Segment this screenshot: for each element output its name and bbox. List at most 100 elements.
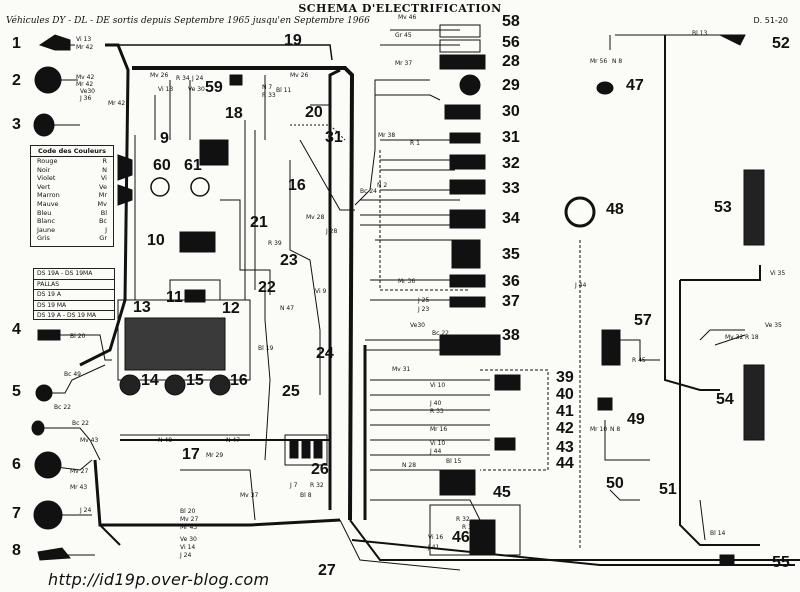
wire-label: Vi 10 — [430, 440, 446, 447]
wire-label: N 47 — [226, 437, 241, 444]
wire-label: Bc 24 — [360, 188, 377, 195]
wire-label: J 23 — [418, 306, 430, 313]
callout-number: 55 — [772, 554, 790, 571]
wire-label: J 41 — [428, 544, 440, 551]
wire-label: Bl 11 — [276, 87, 292, 94]
callout-number: 35 — [502, 246, 520, 263]
legend-title: Code des Couleurs — [31, 146, 113, 157]
wire-label: N 48 — [158, 437, 173, 444]
callout-number: 50 — [606, 475, 624, 492]
callout-number: 61 — [184, 157, 202, 174]
wire-label: R 33 — [430, 408, 444, 415]
wire-label: J 44 — [430, 448, 442, 455]
wire-label: Bc 22 — [72, 420, 89, 427]
model-row: DS 19A - DS 19MA — [34, 269, 114, 280]
callout-number: 40 — [556, 386, 574, 403]
wire-label: R 1 — [410, 140, 420, 147]
wire-label: Mv 31 — [392, 366, 411, 373]
wire-label: Gr 45 — [395, 32, 412, 39]
callout-number: 9 — [160, 130, 169, 147]
wire-label: Mr 36 — [398, 278, 416, 285]
callout-number: 14 — [141, 372, 159, 389]
wire-label: Mr 56 — [590, 58, 608, 65]
wire-label: N 8 — [610, 426, 621, 433]
callout-number: 1 — [12, 35, 21, 52]
wire-label: Mv 42 — [76, 74, 95, 81]
callout-number: 34 — [502, 210, 520, 227]
callout-number: 3 — [12, 116, 21, 133]
model-row: DS 19 A - DS 19 MA — [37, 312, 97, 320]
callout-number: 30 — [502, 103, 520, 120]
wire-label: N 7 — [262, 84, 273, 91]
wire-label: N 28 — [402, 462, 417, 469]
callout-number: 19 — [284, 32, 302, 49]
callout-number: 43 — [556, 439, 574, 456]
callout-number: 36 — [502, 273, 520, 290]
wire-label: Bl 14 — [710, 530, 726, 537]
wire-label: Bc 22 — [54, 404, 71, 411]
wire-label: Bl 13 — [692, 30, 708, 37]
callout-number: 44 — [556, 455, 574, 472]
callout-number: 31 — [502, 129, 520, 146]
callout-number: 27 — [318, 562, 336, 579]
wire-label: Mv 32 — [725, 334, 744, 341]
wire-label: R 33 — [262, 92, 276, 99]
wire-label: J 24 — [180, 552, 192, 559]
wire-label: Vi 13 — [158, 86, 174, 93]
wire-label: R 33 — [462, 524, 476, 531]
wire-label: R 32 — [456, 516, 470, 523]
wire-label: J 24 — [192, 75, 204, 82]
callout-number: 10 — [147, 232, 165, 249]
callout-number: 26 — [311, 461, 329, 478]
callout-number: 32 — [502, 155, 520, 172]
callout-number: 54 — [716, 391, 734, 408]
wire-label: R 39 — [268, 240, 282, 247]
callout-number: 16 — [230, 372, 248, 389]
wire-label: Mr 42 — [108, 100, 126, 107]
callout-number: 47 — [626, 77, 644, 94]
callout-number: 53 — [714, 199, 732, 216]
callout-number: 22 — [258, 279, 276, 296]
model-row: DS 19 MA — [34, 301, 114, 312]
callout-number: 6 — [12, 456, 21, 473]
callout-number: 28 — [502, 53, 520, 70]
wire-label: Mr 16 — [430, 426, 448, 433]
wire-label: Mv 26 — [290, 72, 309, 79]
wire-label: Mv 46 — [398, 14, 417, 21]
callout-number: 42 — [556, 420, 574, 437]
wire-label: Mr 10 — [590, 426, 608, 433]
model-legend: DS 19A - DS 19MA PALLAS DS 19 A DS 19 MA… — [33, 268, 115, 320]
callout-number: 33 — [502, 180, 520, 197]
wire-label: Mr 42 — [76, 44, 94, 51]
wire-label: Mr 43 — [180, 524, 198, 531]
wire-label: Mr 38 — [378, 132, 396, 139]
wire-label: Ve 30 — [180, 536, 197, 543]
wire-label: Mv 27 — [70, 468, 89, 475]
callout-number: 16 — [288, 177, 306, 194]
wire-label: J 25 — [418, 297, 430, 304]
model-row: DS 19 A — [34, 290, 114, 301]
wire-label: Bc 22 — [432, 330, 449, 337]
callout-number: 60 — [153, 157, 171, 174]
wire-label: Ve 30 — [188, 86, 205, 93]
wire-label: J 40 — [430, 400, 442, 407]
wire-label: J 44 — [575, 282, 587, 289]
wire-label: Ve30 — [80, 88, 95, 95]
wire-label: Mr 43 — [70, 484, 88, 491]
diagram-title: SCHEMA D'ELECTRIFICATION — [298, 2, 502, 15]
wire-label: R 18 — [745, 334, 759, 341]
wire-label: J 7 — [290, 482, 298, 489]
wire-label: Mv 26 — [150, 72, 169, 79]
callout-number: 20 — [305, 104, 323, 121]
